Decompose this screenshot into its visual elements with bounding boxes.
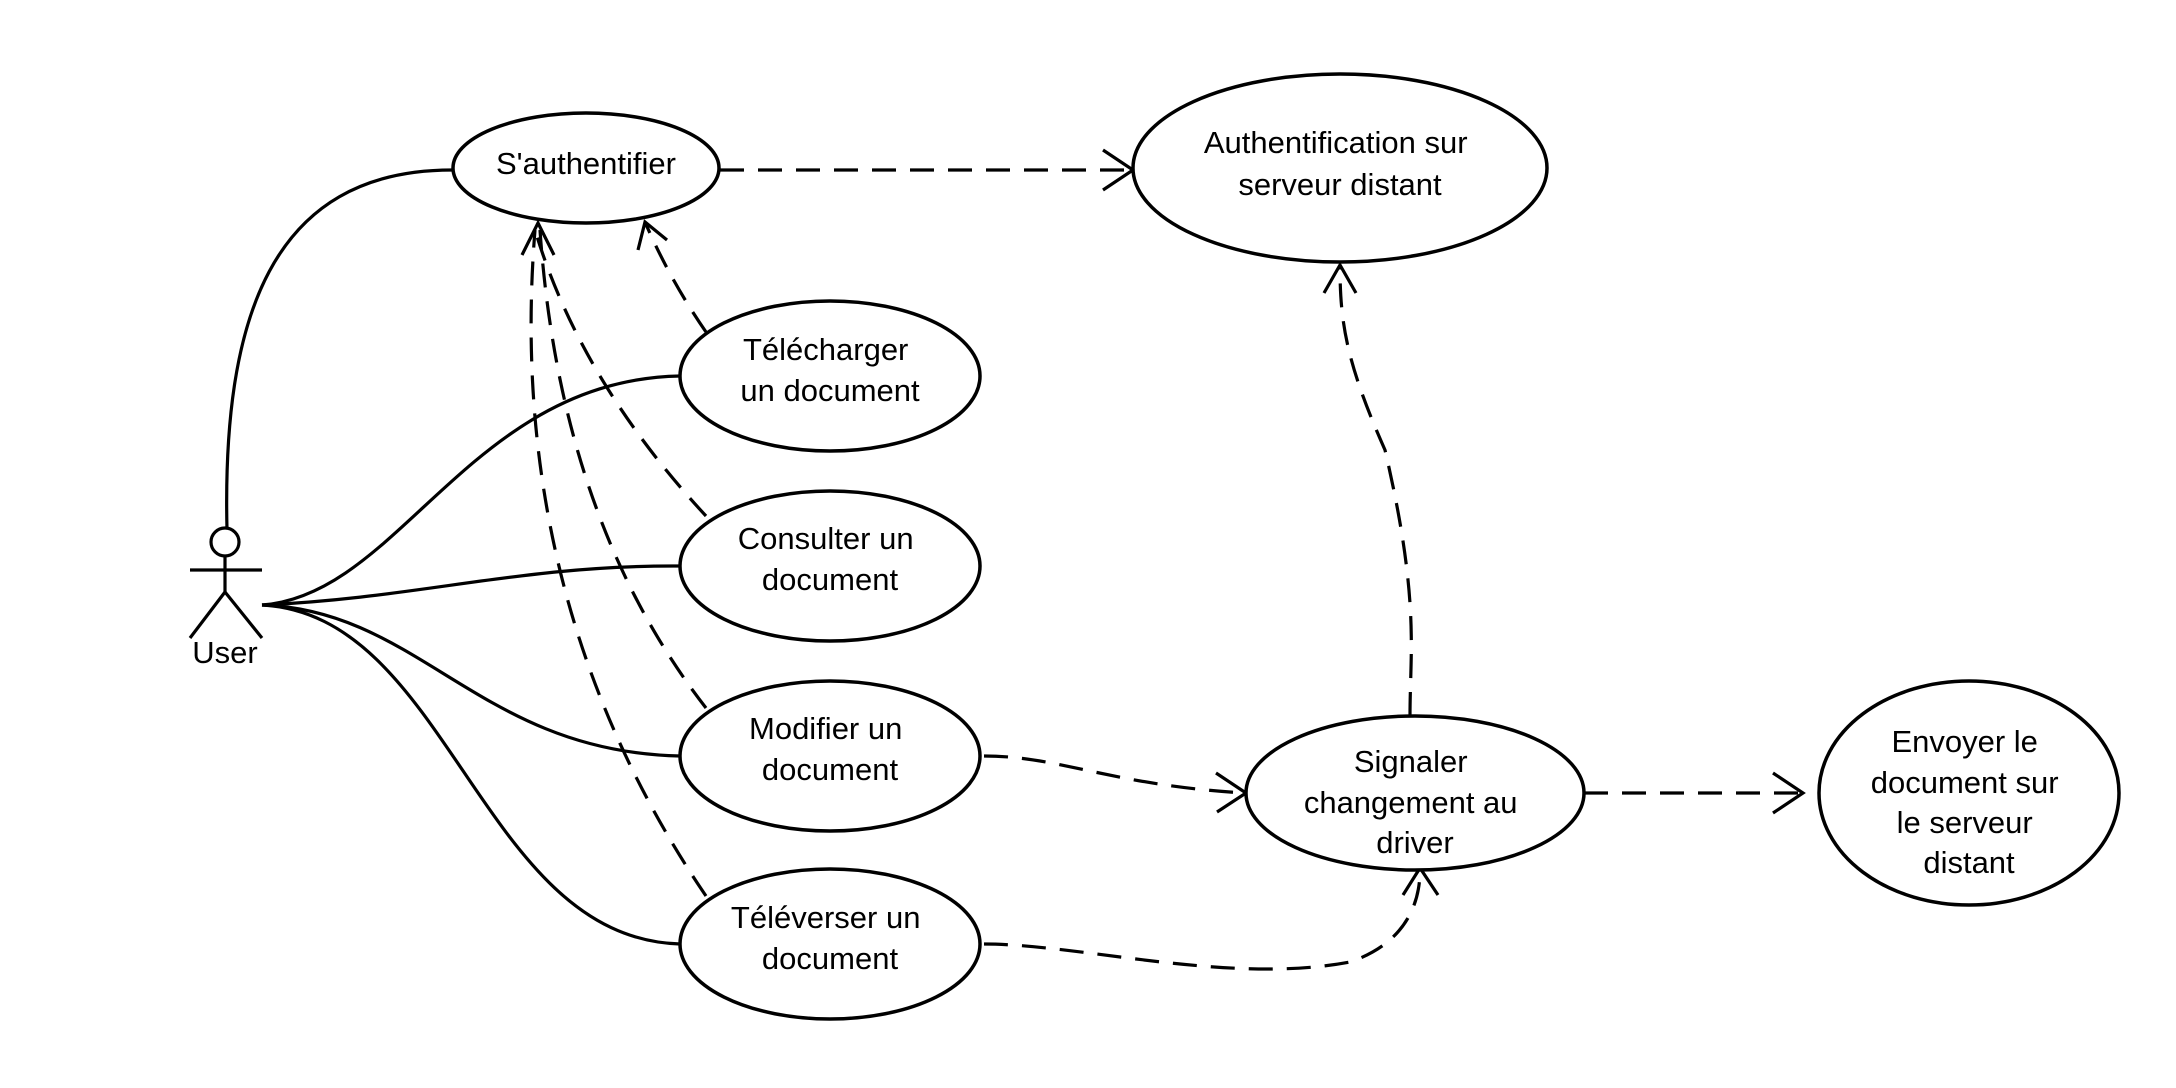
use-case-signal[interactable]: Signaler changement au driver <box>1244 714 1586 872</box>
dependency-signal-remote <box>1338 264 1413 717</box>
use-case-send[interactable]: Envoyer le document sur le serveur dista… <box>1817 679 2121 907</box>
svg-text:Modifier un document: Modifier un document <box>749 711 911 787</box>
association-consult <box>261 564 681 607</box>
use-case-label: Modifier un <box>749 711 902 746</box>
use-case-label: document <box>762 562 899 597</box>
svg-text:Authentification sur ser: Authentification sur serveur distant <box>1204 125 1476 202</box>
use-case-remote-auth[interactable]: Authentification sur serveur distant <box>1131 72 1549 264</box>
use-case-label: un document <box>740 373 920 408</box>
dependency-download-auth <box>643 221 708 333</box>
use-case-label: distant <box>1923 845 2015 880</box>
use-case-label: document sur <box>1871 765 2059 800</box>
association-download <box>261 374 681 607</box>
use-case-authenticate[interactable]: S'authentifier <box>451 111 721 225</box>
use-case-upload[interactable]: Téléverser un document <box>678 867 982 1021</box>
svg-text:Signaler changement au: Signaler changement au driver <box>1304 744 1526 860</box>
dependency-modify-auth <box>538 229 708 709</box>
arrowhead-multi-auth <box>520 219 556 256</box>
dependency-upload-auth <box>529 229 708 897</box>
dependency-upload-signal <box>983 869 1422 971</box>
svg-text:Télécharger un document: Télécharger un document <box>740 332 920 408</box>
dependency-modify-signal <box>983 754 1246 795</box>
use-case-label: serveur distant <box>1238 167 1442 202</box>
use-case-label: document <box>762 752 899 787</box>
use-case-label: changement au <box>1304 785 1518 820</box>
svg-text:S'authentifier: S'authentifier <box>496 146 676 181</box>
use-case-consult[interactable]: Consulter un document <box>678 489 982 643</box>
use-case-label: Signaler <box>1354 744 1468 779</box>
use-case-label: Envoyer le <box>1891 724 2037 759</box>
use-case-label: Téléverser un <box>731 900 921 935</box>
actor-user[interactable]: User <box>188 526 264 670</box>
svg-text:Envoyer le document sur: Envoyer le document sur le serveur dista… <box>1871 724 2067 880</box>
arrowhead-download-auth <box>636 219 669 251</box>
arrowhead-signal-send <box>1772 771 1806 815</box>
actor-head <box>209 526 241 558</box>
use-case-label: driver <box>1376 825 1454 860</box>
use-case-download[interactable]: Télécharger un document <box>678 299 982 453</box>
actor-label: User <box>192 635 257 670</box>
association-authenticate <box>225 168 453 531</box>
use-case-modify[interactable]: Modifier un document <box>678 679 982 833</box>
svg-text:Téléverser un document: Téléverser un document <box>731 900 929 976</box>
association-modify <box>261 603 681 758</box>
use-case-label: S'authentifier <box>496 146 676 181</box>
use-case-label: Consulter un <box>738 521 914 556</box>
actor-leg-right <box>223 590 264 640</box>
association-upload <box>261 603 681 946</box>
use-case-label: Authentification sur <box>1204 125 1468 160</box>
svg-text:Consulter un document: Consulter un document <box>738 521 922 597</box>
actor-leg-left <box>188 591 227 639</box>
arrowhead-upload-signal <box>1401 865 1440 896</box>
use-case-label: Télécharger <box>743 332 908 367</box>
dependency-consult-auth <box>533 229 708 518</box>
use-case-label: document <box>762 941 899 976</box>
use-case-label: le serveur <box>1897 805 2033 840</box>
arrowhead-signal-remote <box>1322 261 1358 294</box>
